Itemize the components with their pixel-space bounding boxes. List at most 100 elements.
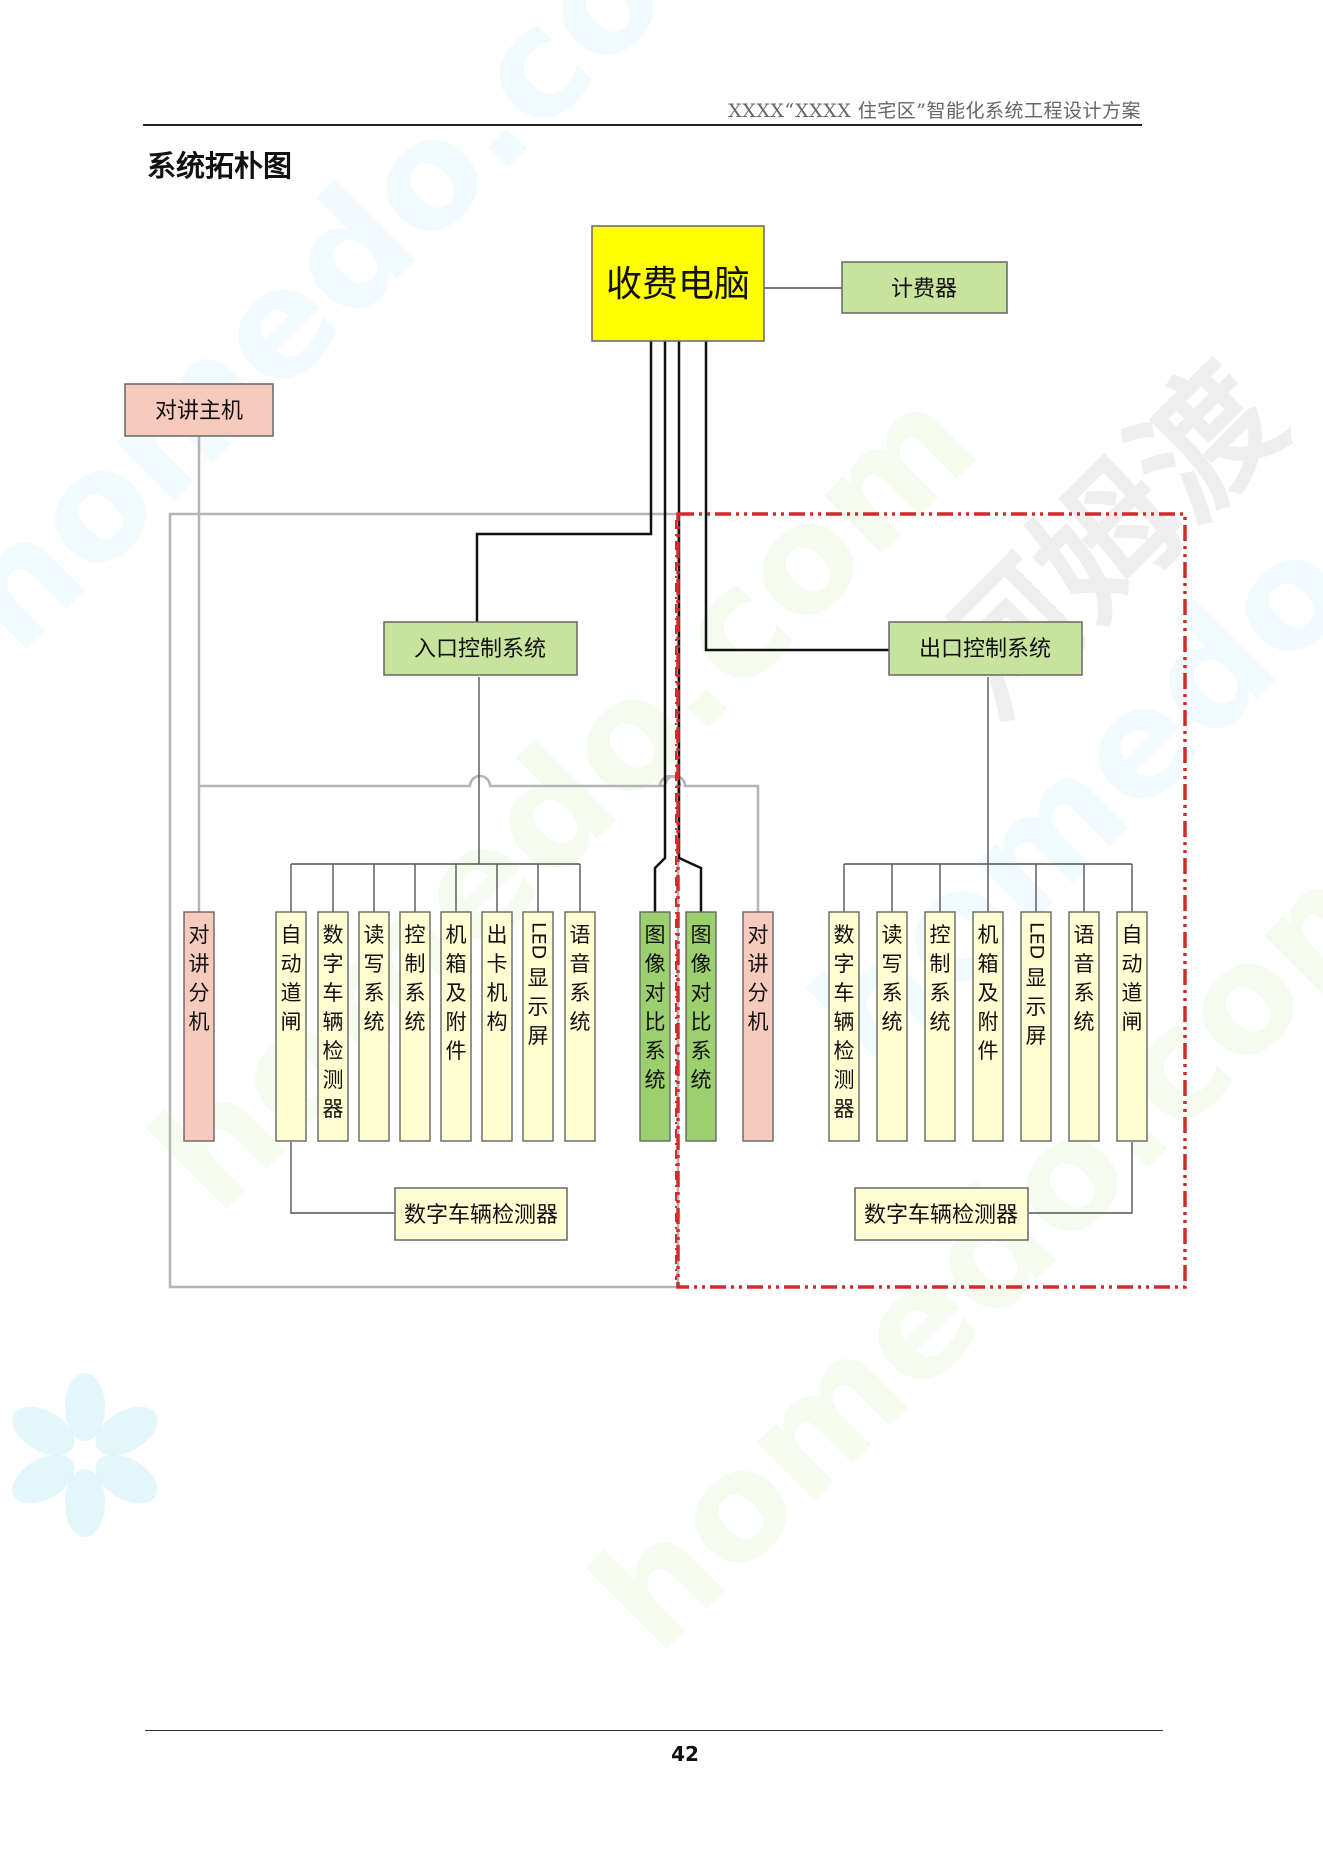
module-label-glyph: LED [528, 922, 550, 959]
module-label-glyph: 图 [645, 923, 666, 947]
module-label-glyph: 机 [189, 1010, 210, 1034]
main-pc-label: 收费电脑 [606, 264, 750, 305]
module-label-glyph: 系 [882, 981, 903, 1005]
module-label-glyph: 分 [748, 981, 769, 1005]
module-label-glyph: 检 [834, 1039, 855, 1063]
module-label-glyph: 像 [691, 952, 712, 976]
module-box [639, 911, 671, 1142]
module-label-glyph: 讲 [189, 952, 210, 976]
page-number: 42 [671, 1742, 699, 1766]
module-label-glyph: 控 [930, 923, 951, 947]
module-label-glyph: 系 [1074, 981, 1095, 1005]
module-label-glyph: 系 [405, 981, 426, 1005]
module-label-glyph: 系 [645, 1039, 666, 1063]
module-box [564, 911, 596, 1142]
module-label-glyph: 像 [645, 952, 666, 976]
module-label-glyph: 机 [446, 923, 467, 947]
module-box [742, 911, 774, 1142]
exit-detector-label: 数字车辆检测器 [864, 1203, 1018, 1228]
exit-control-node: 出口控制系统 [888, 621, 1083, 676]
module-label-glyph: 统 [405, 1010, 426, 1034]
module-label-glyph: 字 [323, 952, 344, 976]
intercom-network-lines [168, 436, 760, 1289]
module-label-glyph: 器 [834, 1097, 855, 1121]
data-cable-lines [475, 341, 889, 920]
module-label-glyph: 对 [748, 923, 769, 947]
module-box [481, 911, 513, 1142]
module-label-glyph: 对 [645, 981, 666, 1005]
module-label-glyph: 自 [281, 923, 302, 947]
module-label-glyph: 闸 [281, 1010, 302, 1034]
module-label-glyph: 系 [570, 981, 591, 1005]
module-label-glyph: 对 [691, 981, 712, 1005]
module-label-glyph: 出 [487, 923, 508, 947]
module-box [317, 911, 349, 1142]
intercom-host-label: 对讲主机 [155, 399, 243, 424]
module-label-glyph: 测 [834, 1068, 855, 1092]
module-label-glyph: 统 [930, 1010, 951, 1034]
module-label-glyph: 系 [691, 1039, 712, 1063]
module-label-glyph: 机 [978, 923, 999, 947]
module-label-glyph: 机 [748, 1010, 769, 1034]
module-label-glyph: 系 [930, 981, 951, 1005]
module-label-glyph: 检 [323, 1039, 344, 1063]
module-box [685, 911, 717, 1142]
entry-module: 数字车辆检测器 [317, 911, 349, 1142]
intercom-host-node: 对讲主机 [124, 383, 274, 437]
module-label-glyph: 自 [1122, 923, 1143, 947]
module-label-glyph: 屏 [1026, 1024, 1047, 1048]
module-label-glyph: 读 [364, 923, 385, 947]
exit-zone-frame [676, 512, 1187, 1289]
module-label-glyph: 显 [528, 966, 549, 990]
module-label-glyph: 读 [882, 923, 903, 947]
header-rule [143, 124, 1142, 126]
module-label-glyph: 分 [189, 981, 210, 1005]
module-box [972, 911, 1004, 1142]
module-label-glyph: 统 [364, 1010, 385, 1034]
module-label-glyph: 统 [882, 1010, 903, 1034]
module-box [522, 911, 554, 1142]
entry-control-label: 入口控制系统 [414, 637, 546, 662]
module-box [275, 911, 307, 1142]
module-label-glyph: 数 [323, 923, 344, 947]
exit-detector-node: 数字车辆检测器 [854, 1187, 1029, 1241]
module-columns: 对讲分机自动道闸数字车辆检测器读写系统控制系统机箱及附件出卡机构LED显示屏语音… [183, 911, 1148, 1142]
module-label-glyph: 件 [446, 1039, 467, 1063]
module-label-glyph: 闸 [1122, 1010, 1143, 1034]
module-label-glyph: 音 [570, 952, 591, 976]
module-bus-lines [290, 287, 1133, 1214]
meter-node: 计费器 [841, 261, 1008, 314]
module-label-glyph: 附 [978, 1010, 999, 1034]
module-label-glyph: 器 [323, 1097, 344, 1121]
module-label-glyph: LED [1026, 922, 1048, 959]
exit-module: 数字车辆检测器 [828, 911, 860, 1142]
entry-control-node: 入口控制系统 [383, 621, 578, 676]
module-label-glyph: 屏 [528, 1024, 549, 1048]
module-label-glyph: 统 [570, 1010, 591, 1034]
module-label-glyph: 道 [1122, 981, 1143, 1005]
exit-module: 控制系统 [924, 911, 956, 1142]
module-label-glyph: 写 [364, 952, 385, 976]
module-label-glyph: 辆 [323, 1010, 344, 1034]
module-label-glyph: 件 [978, 1039, 999, 1063]
module-box [924, 911, 956, 1142]
header-title: XXXX“XXXX 住宅区”智能化系统工程设计方案 [728, 100, 1141, 122]
main-pc-node: 收费电脑 [591, 225, 765, 342]
module-label-glyph: 道 [281, 981, 302, 1005]
module-label-glyph: 讲 [748, 952, 769, 976]
module-label-glyph: 统 [691, 1068, 712, 1092]
module-label-glyph: 动 [1122, 952, 1143, 976]
module-label-glyph: 动 [281, 952, 302, 976]
entry-detector-label: 数字车辆检测器 [404, 1203, 558, 1228]
